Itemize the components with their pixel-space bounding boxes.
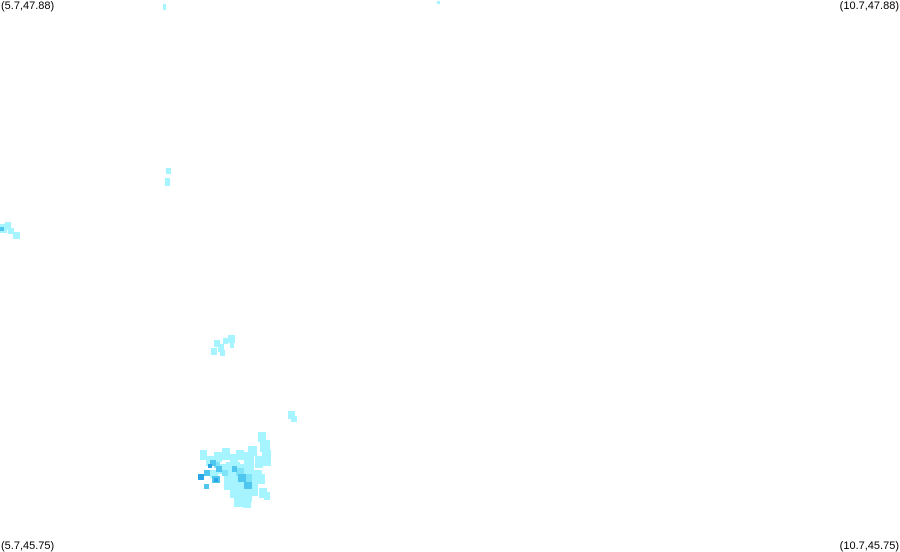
radar-cell: [8, 228, 14, 234]
radar-cell: [248, 484, 258, 496]
radar-cell: [236, 468, 244, 476]
cell-cluster-east-small: [288, 411, 297, 422]
radar-cell: [208, 464, 212, 468]
radar-cell: [204, 484, 209, 489]
radar-cell: [264, 492, 270, 500]
radar-cell: [222, 470, 228, 476]
radar-cell: [5, 222, 11, 230]
radar-cell: [0, 227, 4, 231]
radar-cell: [210, 460, 216, 466]
radar-cell: [200, 450, 207, 460]
radar-cell: [258, 474, 265, 484]
radar-cell: [291, 416, 297, 422]
radar-cell: [223, 338, 228, 344]
radar-cell: [163, 4, 166, 10]
radar-cell: [220, 350, 225, 356]
radar-cell: [258, 432, 266, 442]
coordinate-bottom-left: (5.7,45.75): [1, 540, 55, 552]
radar-cell: [198, 474, 204, 480]
cell-cluster-north: [163, 1, 440, 10]
radar-cell: [13, 232, 20, 239]
radar-cell: [230, 488, 242, 498]
coordinate-top-right: (10.7,47.88): [839, 0, 899, 12]
radar-cell: [288, 411, 295, 419]
radar-cell: [242, 492, 252, 502]
radar-cell: [228, 335, 235, 343]
radar-cell: [232, 466, 237, 472]
cell-cluster-center: [211, 335, 235, 356]
radar-cell: [259, 488, 267, 498]
radar-cell: [216, 466, 222, 472]
radar-cell: [260, 440, 270, 452]
cell-cluster-upper-mid: [165, 168, 171, 186]
coordinate-bottom-right: (10.7,45.75): [839, 540, 899, 552]
radar-cell: [262, 450, 271, 466]
radar-cell: [214, 478, 218, 482]
radar-cell: [165, 178, 170, 186]
cell-cluster-west: [0, 222, 20, 239]
radar-cell: [210, 470, 218, 478]
radar-cell: [248, 446, 257, 456]
radar-cell: [211, 348, 217, 355]
radar-cell: [224, 476, 238, 490]
radar-cell: [234, 496, 244, 507]
radar-cell: [243, 499, 251, 508]
radar-cell: [244, 482, 252, 489]
radar-cell: [204, 470, 210, 476]
radar-cell: [244, 474, 252, 482]
radar-cell: [230, 454, 238, 464]
radar-cell: [218, 344, 224, 352]
radar-cell: [166, 168, 171, 174]
radar-cell: [437, 1, 440, 4]
radar-cell: [255, 456, 263, 468]
radar-cell: [214, 340, 220, 347]
cell-cluster-south-main: [198, 432, 271, 508]
radar-cell: [236, 450, 244, 460]
radar-cell: [214, 462, 220, 468]
radar-cell: [222, 448, 230, 460]
radar-cell: [230, 343, 234, 348]
radar-cell: [244, 452, 254, 464]
radar-cell: [238, 474, 246, 482]
radar-cell: [214, 452, 222, 462]
coordinate-top-left: (5.7,47.88): [1, 0, 55, 12]
